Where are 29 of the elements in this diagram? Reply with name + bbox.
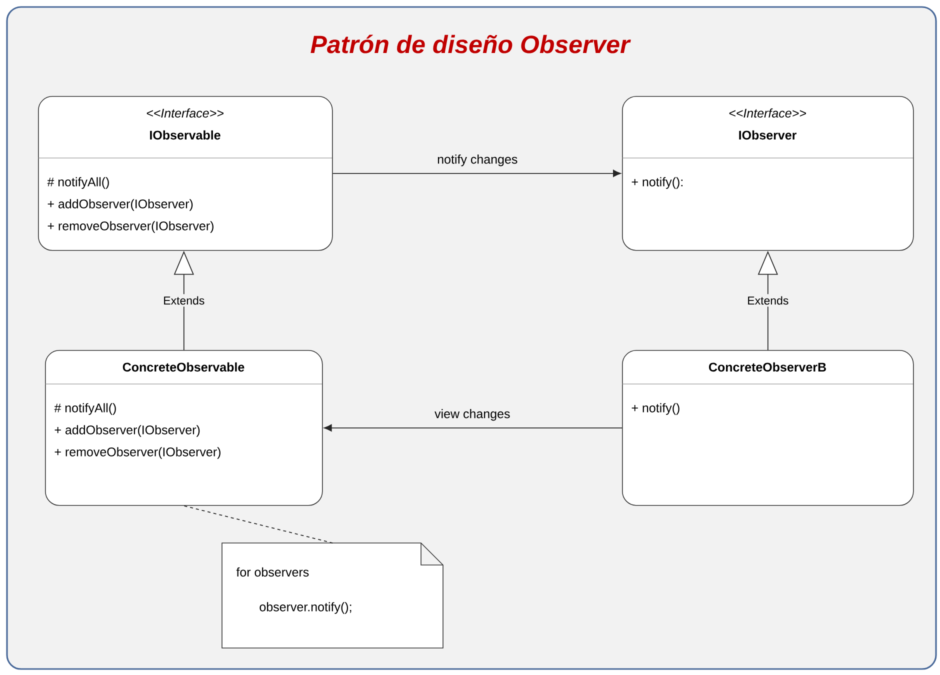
note-text: observer.notify(); — [260, 602, 352, 614]
class-name: ConcreteObserverB — [708, 362, 826, 372]
edge-label: Extends — [748, 296, 788, 305]
method-text: + addObserver(IObserver) — [48, 199, 193, 211]
class-name: IObserver — [739, 130, 796, 140]
class-name: ConcreteObservable — [122, 362, 244, 372]
note-text: for observers — [236, 567, 309, 577]
arrow — [324, 424, 622, 432]
method-text: + addObserver(IObserver) — [54, 425, 200, 437]
method-text: + removeObserver(IObserver) — [48, 221, 214, 233]
method-text: # notifyAll() — [47, 177, 109, 189]
note-box — [222, 542, 444, 648]
class-box — [38, 96, 333, 251]
method-text: + notify(): — [632, 177, 682, 189]
class-name: IObservable — [150, 130, 220, 140]
class-box — [622, 350, 914, 506]
method-text: + removeObserver(IObserver) — [54, 447, 220, 459]
edge-label: view changes — [434, 409, 510, 421]
stereotype-label: <<Interface>> — [146, 108, 224, 118]
arrow — [332, 170, 621, 177]
title: Patrón de diseño Observer — [310, 34, 631, 54]
edge-label: Extends — [164, 296, 204, 305]
method-text: # notifyAll() — [54, 403, 116, 415]
edge-label: notify changes — [438, 154, 518, 166]
class-box — [44, 350, 323, 506]
stereotype-label: <<Interface>> — [729, 108, 806, 118]
method-text: + notify() — [632, 403, 680, 415]
dashed-line — [183, 505, 334, 544]
class-box — [622, 96, 914, 251]
